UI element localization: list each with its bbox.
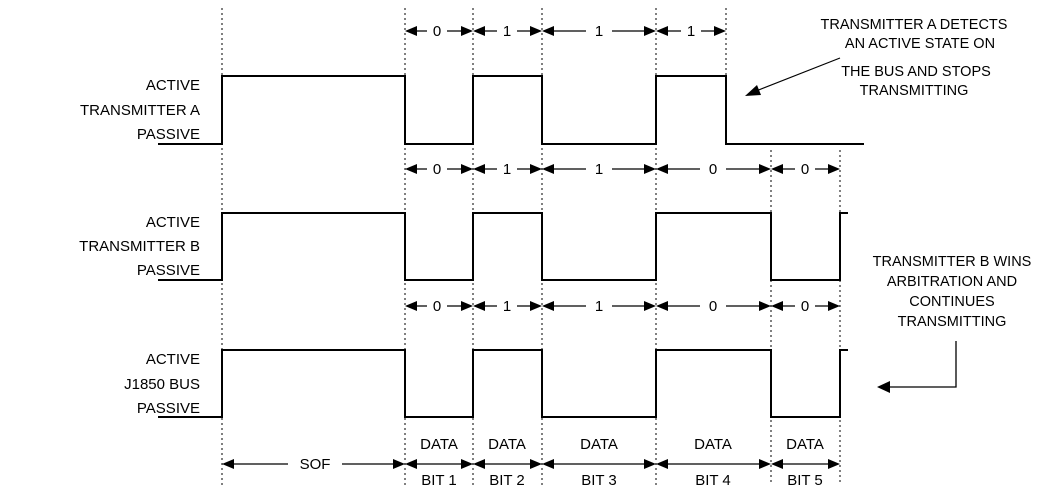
transmitter-b-active-label: ACTIVE	[146, 214, 200, 231]
annotation-b-line-1: TRANSMITTER B WINS	[873, 254, 1032, 270]
transmitter-a-bit-arrows: 0 1 1 1	[405, 21, 726, 40]
bus-bit-4-value: 0	[709, 298, 717, 315]
transmitter-b-waveform	[158, 212, 848, 281]
transmitter-b-bit-arrows: 0 1 1 0 0	[405, 159, 840, 178]
signal-transmitter-a: ACTIVE TRANSMITTER A PASSIVE 0 1 1 1	[80, 21, 864, 145]
bus-bit-2-value: 1	[503, 298, 511, 315]
bus-bit-3-value: 1	[595, 298, 603, 315]
segment-data-bit-4-line1: DATA	[694, 436, 732, 453]
segment-data-bit-2-line2: BIT 2	[489, 472, 525, 489]
annotation-b-line-3: CONTINUES	[909, 294, 994, 310]
bus-passive-label: PASSIVE	[137, 400, 200, 417]
segment-data-bit-5-line2: BIT 5	[787, 472, 823, 489]
segment-labels: SOF DATA BIT 1 DATA BIT 2 DATA BIT 3 DAT…	[222, 436, 840, 489]
annotation-b-line-2: ARBITRATION AND	[887, 274, 1017, 290]
annotation-a-line-2: AN ACTIVE STATE ON	[845, 36, 995, 52]
transmitter-a-waveform	[158, 75, 864, 145]
annotation-b-pointer-line	[890, 341, 957, 388]
transmitter-b-bit-5-value: 0	[801, 161, 809, 178]
annotation-a-line-1: TRANSMITTER A DETECTS	[821, 17, 1008, 33]
annotation-b-line-4: TRANSMITTING	[898, 314, 1007, 330]
signal-transmitter-b: ACTIVE TRANSMITTER B PASSIVE 0 1 1 0	[79, 159, 848, 281]
timing-guides	[221, 8, 841, 485]
transmitter-a-bit-1-value: 0	[433, 23, 441, 40]
transmitter-b-bit-3-value: 1	[595, 161, 603, 178]
transmitter-a-bit-3-value: 1	[595, 23, 603, 40]
annotation-a-pointer-line	[755, 57, 841, 92]
annotation-transmitter-b-wins: TRANSMITTER B WINS ARBITRATION AND CONTI…	[873, 254, 1032, 393]
bus-bit-5-value: 0	[801, 298, 809, 315]
bus-waveform	[158, 349, 848, 418]
segment-data-bit-3-line1: DATA	[580, 436, 618, 453]
bus-bit-arrows: 0 1 1 0 0	[405, 296, 840, 315]
segment-data-bit-4-line2: BIT 4	[695, 472, 731, 489]
transmitter-b-passive-label: PASSIVE	[137, 262, 200, 279]
segment-sof-label: SOF	[300, 456, 331, 473]
transmitter-a-name-label: TRANSMITTER A	[80, 102, 200, 119]
segment-data-bit-2-line1: DATA	[488, 436, 526, 453]
segment-data-bit-3-line2: BIT 3	[581, 472, 617, 489]
annotation-a-line-4: TRANSMITTING	[860, 83, 969, 99]
transmitter-b-bit-2-value: 1	[503, 161, 511, 178]
transmitter-b-bit-4-value: 0	[709, 161, 717, 178]
transmitter-a-active-label: ACTIVE	[146, 77, 200, 94]
annotation-a-line-3: THE BUS AND STOPS	[841, 64, 991, 80]
annotation-b-pointer-arrowhead	[877, 381, 890, 393]
segment-data-bit-1-line1: DATA	[420, 436, 458, 453]
transmitter-a-passive-label: PASSIVE	[137, 126, 200, 143]
transmitter-a-bit-2-value: 1	[503, 23, 511, 40]
annotation-a-pointer-arrowhead	[745, 85, 761, 96]
annotation-transmitter-a-stops: TRANSMITTER A DETECTS AN ACTIVE STATE ON…	[745, 17, 1007, 99]
transmitter-b-name-label: TRANSMITTER B	[79, 238, 200, 255]
bus-bit-1-value: 0	[433, 298, 441, 315]
bus-active-label: ACTIVE	[146, 351, 200, 368]
segment-data-bit-5-line1: DATA	[786, 436, 824, 453]
bus-name-label: J1850 BUS	[124, 376, 200, 393]
signal-j1850-bus: ACTIVE J1850 BUS PASSIVE 0 1 1 0	[124, 296, 848, 418]
segment-data-bit-1-line2: BIT 1	[421, 472, 457, 489]
transmitter-a-bit-4-value: 1	[687, 23, 695, 40]
transmitter-b-bit-1-value: 0	[433, 161, 441, 178]
